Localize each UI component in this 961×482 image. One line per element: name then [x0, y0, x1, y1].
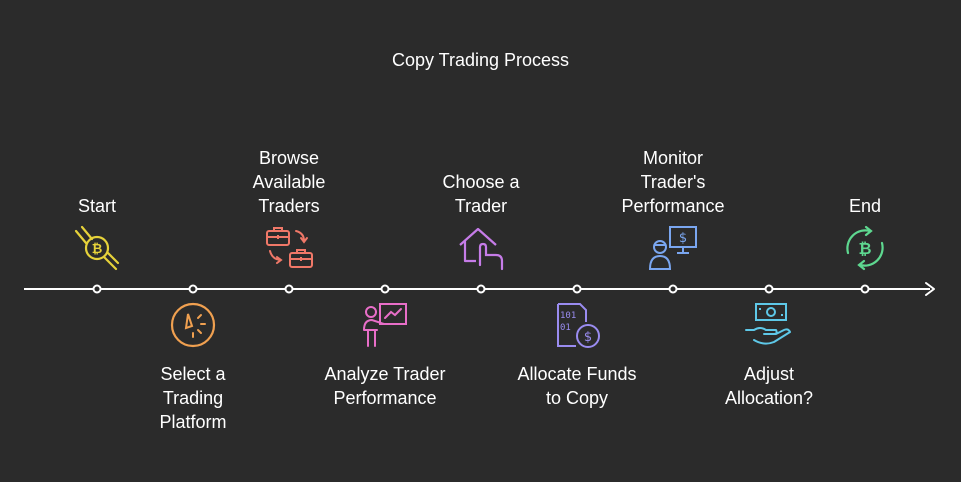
timeline-node — [380, 284, 390, 294]
step-label: Monitor Trader's Performance — [621, 148, 725, 216]
house-hand-icon — [456, 223, 506, 273]
step-label: Select a Trading Platform — [159, 364, 227, 432]
bitcoin-refresh-icon — [840, 223, 890, 273]
timeline-node — [284, 284, 294, 294]
hand-money-icon — [744, 300, 794, 350]
step-label: Allocate Funds to Copy — [517, 364, 637, 408]
bitcoin-hand-icon — [72, 223, 122, 273]
step-label: Start — [77, 196, 116, 216]
briefcase-exchange-icon — [264, 223, 314, 273]
timeline-node — [572, 284, 582, 294]
presenter-chart-icon — [360, 300, 410, 350]
step-label: Adjust Allocation? — [724, 364, 814, 408]
binary-dollar-icon — [552, 300, 602, 350]
timeline-node — [860, 284, 870, 294]
timeline-node — [92, 284, 102, 294]
step-label: Choose a Trader — [442, 172, 520, 216]
step-label: End — [848, 196, 882, 216]
diagram-title: Copy Trading Process — [391, 50, 570, 70]
timeline-node — [764, 284, 774, 294]
step-label: Analyze Trader Performance — [324, 364, 446, 408]
person-monitor-dollar-icon — [648, 223, 698, 273]
timeline-arrowhead — [925, 282, 935, 296]
timeline-node — [476, 284, 486, 294]
platform-gauge-icon — [168, 300, 218, 350]
step-label: Browse Available Traders — [252, 148, 326, 216]
timeline-node — [668, 284, 678, 294]
timeline-node — [188, 284, 198, 294]
